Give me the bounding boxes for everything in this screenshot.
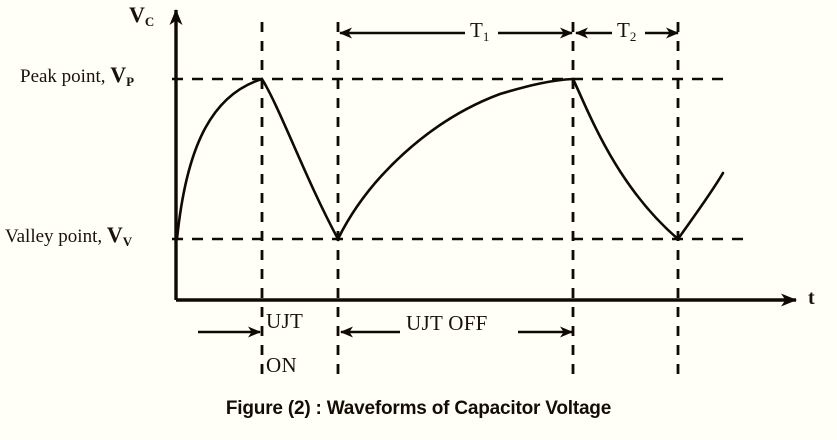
t1-label: T1: [470, 18, 490, 44]
x-axis-label: t: [808, 288, 815, 308]
y-axis-label-symbol: V: [129, 2, 145, 27]
t2-label: T2: [617, 18, 637, 44]
t1-subscript: 1: [482, 29, 490, 44]
ujt-on-label-line2: ON: [266, 353, 297, 377]
valley-point-subscript: V: [122, 234, 133, 250]
x-axis-label-symbol: t: [808, 287, 815, 309]
peak-point-label: Peak point, VP: [20, 62, 135, 90]
valley-point-label: Valley point, VV: [5, 222, 133, 250]
peak-point-text: Peak point,: [20, 66, 111, 87]
peak-point-subscript: P: [126, 74, 135, 90]
ujt-off-label: UJT OFF: [406, 311, 488, 335]
y-axis-label: VC: [129, 2, 155, 29]
t1-symbol: T: [470, 18, 483, 42]
y-axis-label-subscript: C: [144, 14, 155, 29]
valley-point-text: Valley point,: [5, 226, 107, 247]
capacitor-voltage-curve: [175, 77, 725, 242]
ujt-on-label-line1: UJT: [266, 309, 304, 333]
t2-subscript: 2: [629, 29, 637, 44]
valley-point-symbol: V: [106, 222, 123, 247]
figure-caption: Figure (2) : Waveforms of Capacitor Volt…: [225, 398, 612, 419]
peak-point-symbol: V: [110, 62, 127, 87]
t2-symbol: T: [617, 18, 630, 42]
